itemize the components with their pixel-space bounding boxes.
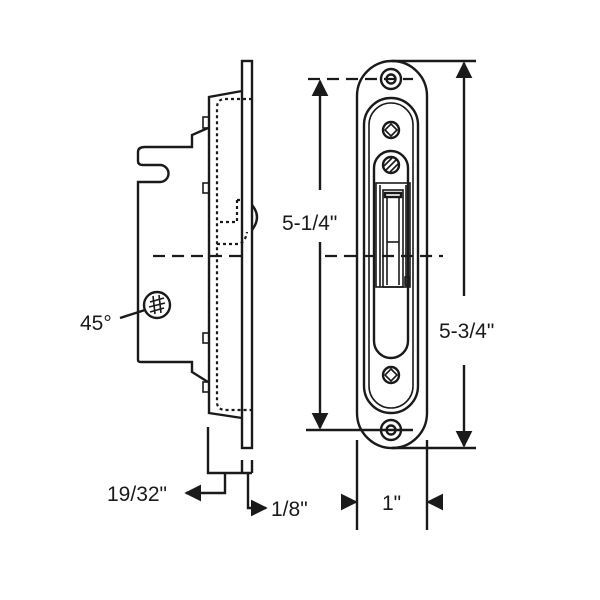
overall-length-label: 5-3/4": [439, 320, 494, 343]
top-phillips-screw-icon: [381, 120, 401, 140]
side-faceplate: [240, 59, 254, 450]
latch-window: [372, 149, 410, 360]
bottom-phillips-screw-icon: [381, 365, 401, 385]
angle-label: 45°: [80, 312, 112, 335]
hole-spacing-label: 5-1/4": [282, 212, 337, 235]
side-bolt-bump: [251, 204, 259, 231]
depth-arrow: [184, 473, 227, 502]
depth-dimension-lines: [206, 427, 254, 475]
side-view: 45° 19/32" 1/8": [80, 59, 308, 521]
slotted-screw-icon: [381, 155, 401, 175]
side-internal-dotted-outline: [215, 97, 252, 412]
faceplate-thickness-label: 1/8": [271, 498, 308, 521]
width-label: 1": [382, 492, 401, 515]
depth-label: 19/32": [107, 483, 167, 506]
latch-mechanism: [375, 182, 411, 288]
side-bolt-dashed: [217, 198, 249, 246]
angle-leader: [119, 308, 146, 320]
faceplate-thickness-arrow: [246, 473, 268, 517]
side-case-outline: [207, 89, 243, 420]
side-mounting-bracket: [136, 126, 209, 384]
angled-screw-icon: [142, 290, 172, 320]
front-view: 5-1/4" 5-3/4" 1": [282, 59, 494, 530]
